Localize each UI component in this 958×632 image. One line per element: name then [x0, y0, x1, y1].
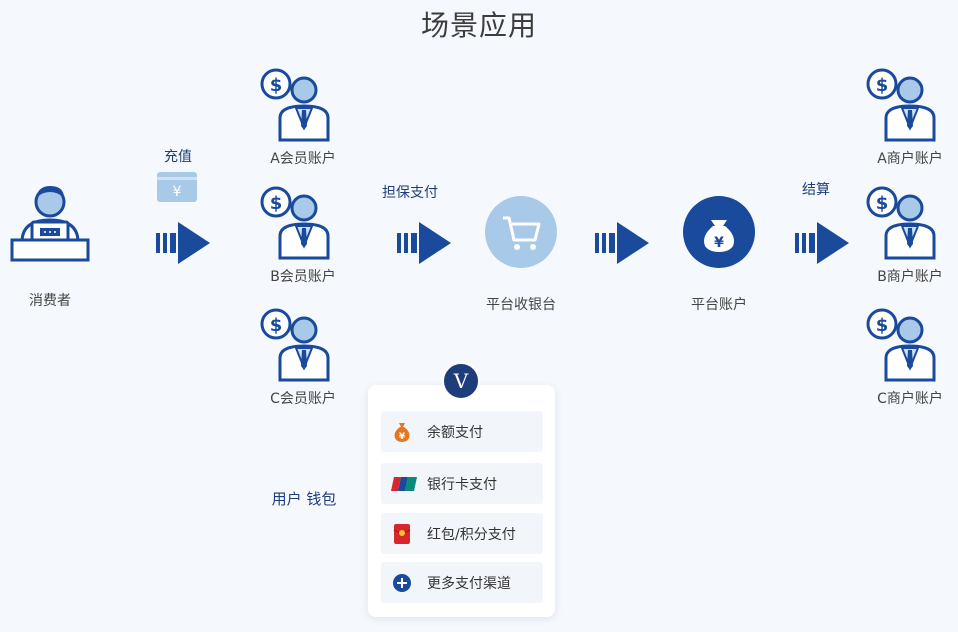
pay-item-red-envelope[interactable]: 红包/积分支付 — [381, 513, 543, 554]
v-badge: V — [442, 362, 480, 400]
pay-item-bank-card[interactable]: 银行卡支付 — [381, 463, 543, 504]
svg-text:$: $ — [270, 193, 283, 214]
v-badge-letter: V — [454, 369, 468, 393]
merchant-account-icon: $ — [864, 308, 944, 384]
arrow-right-icon — [156, 222, 210, 264]
svg-text:$: $ — [270, 315, 283, 336]
merchant-account-icon: $ — [864, 68, 944, 144]
pay-item-label: 更多支付渠道 — [427, 573, 511, 593]
unionpay-icon — [391, 473, 413, 495]
merchant-account-label: C商户账户 — [866, 388, 954, 408]
pay-item-label: 余额支付 — [427, 422, 483, 442]
guarantee-payment-label: 担保支付 — [372, 182, 448, 202]
pay-item-label: 银行卡支付 — [427, 474, 497, 494]
platform-account-label: 平台账户 — [674, 294, 764, 314]
svg-text:¥: ¥ — [714, 235, 724, 251]
member-account-icon: $ — [258, 68, 338, 144]
member-account-icon: $ — [258, 186, 338, 262]
wallet-card: ¥ 余额支付 银行卡支付 红包/积分支付 — [368, 385, 555, 617]
consumer-icon — [8, 180, 92, 264]
arrow-right-icon — [397, 222, 451, 264]
platform-cashier-label: 平台收银台 — [476, 294, 566, 314]
plus-circle-icon — [391, 572, 413, 594]
merchant-account-icon: $ — [864, 186, 944, 262]
svg-text:$: $ — [876, 193, 889, 214]
pay-item-label: 红包/积分支付 — [427, 524, 516, 544]
svg-text:¥: ¥ — [399, 432, 406, 442]
pay-item-balance[interactable]: ¥ 余额支付 — [381, 411, 543, 452]
recharge-label: 充值 — [148, 146, 208, 166]
pay-item-more-channels[interactable]: 更多支付渠道 — [381, 562, 543, 603]
money-bag-icon: ¥ — [391, 421, 413, 443]
merchant-account-label: B商户账户 — [866, 266, 954, 286]
svg-text:$: $ — [876, 315, 889, 336]
settlement-label: 结算 — [786, 179, 846, 199]
member-account-label: B会员账户 — [258, 266, 348, 286]
money-bag-icon: ¥ — [683, 196, 755, 268]
yuan-card-icon: ¥ — [157, 172, 197, 202]
member-account-icon: $ — [258, 308, 338, 384]
consumer-label: 消费者 — [10, 290, 90, 310]
arrow-right-icon — [795, 222, 849, 264]
arrow-right-icon — [595, 222, 649, 264]
red-envelope-icon — [391, 523, 413, 545]
member-account-label: C会员账户 — [258, 388, 348, 408]
svg-text:$: $ — [876, 75, 889, 96]
svg-text:¥: ¥ — [173, 184, 182, 200]
page-title: 场景应用 — [0, 4, 958, 44]
cart-icon — [485, 196, 557, 268]
merchant-account-label: A商户账户 — [866, 148, 954, 168]
svg-text:$: $ — [270, 75, 283, 96]
member-account-label: A会员账户 — [258, 148, 348, 168]
user-wallet-label: 用户 钱包 — [262, 488, 346, 509]
